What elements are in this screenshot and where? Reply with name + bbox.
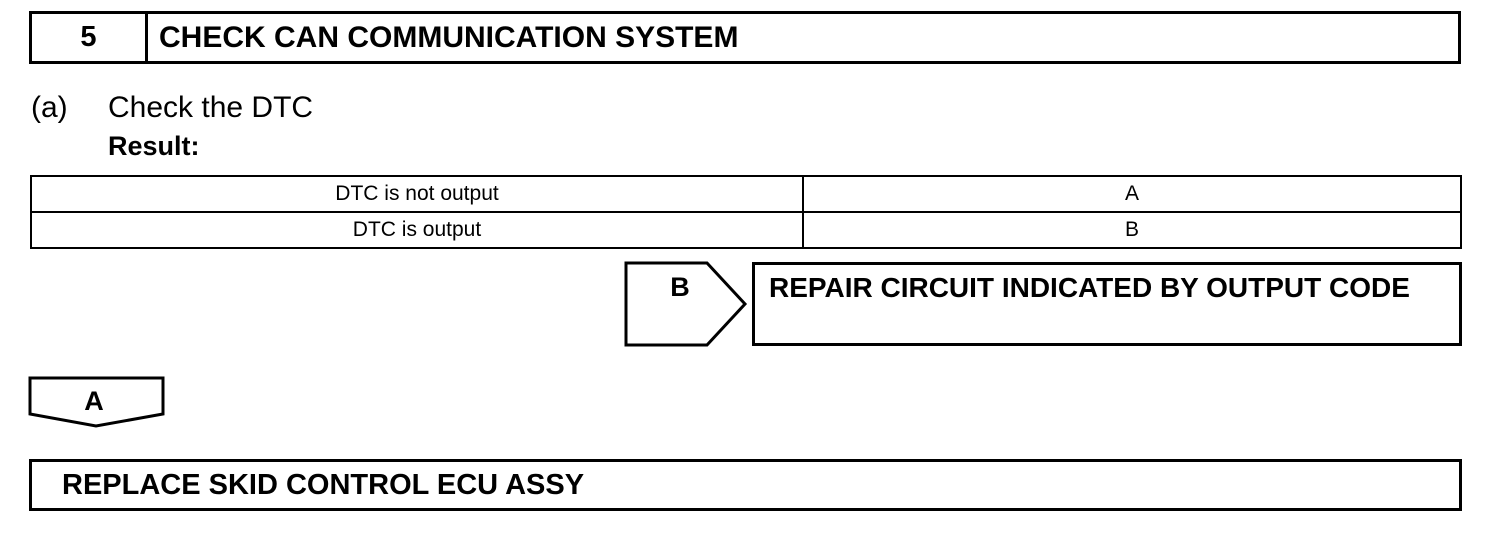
step-header: 5 CHECK CAN COMMUNICATION SYSTEM: [29, 11, 1461, 64]
result-label: Result:: [108, 131, 200, 161]
branch-b-arrow-icon: [624, 261, 748, 347]
condition-cell: DTC is not output: [30, 175, 804, 213]
table-row: DTC is not output A: [30, 175, 1462, 213]
branch-a-arrow-icon: [28, 376, 165, 428]
result-cell: B: [802, 211, 1462, 249]
substep-text: Check the DTC: [108, 91, 314, 124]
result-table: DTC is not output A DTC is output B: [30, 175, 1462, 249]
branch-b-label: B: [670, 272, 690, 302]
step-number: 5: [32, 14, 148, 61]
condition-cell: DTC is output: [30, 211, 804, 249]
branch-b-action-box: REPAIR CIRCUIT INDICATED BY OUTPUT CODE: [752, 262, 1462, 346]
table-row: DTC is output B: [30, 211, 1462, 249]
branch-a-action-box: REPLACE SKID CONTROL ECU ASSY: [29, 459, 1462, 511]
branch-a-label: A: [84, 386, 104, 416]
step-title: CHECK CAN COMMUNICATION SYSTEM: [159, 20, 739, 54]
substep-label: (a): [31, 91, 68, 124]
result-cell: A: [802, 175, 1462, 213]
